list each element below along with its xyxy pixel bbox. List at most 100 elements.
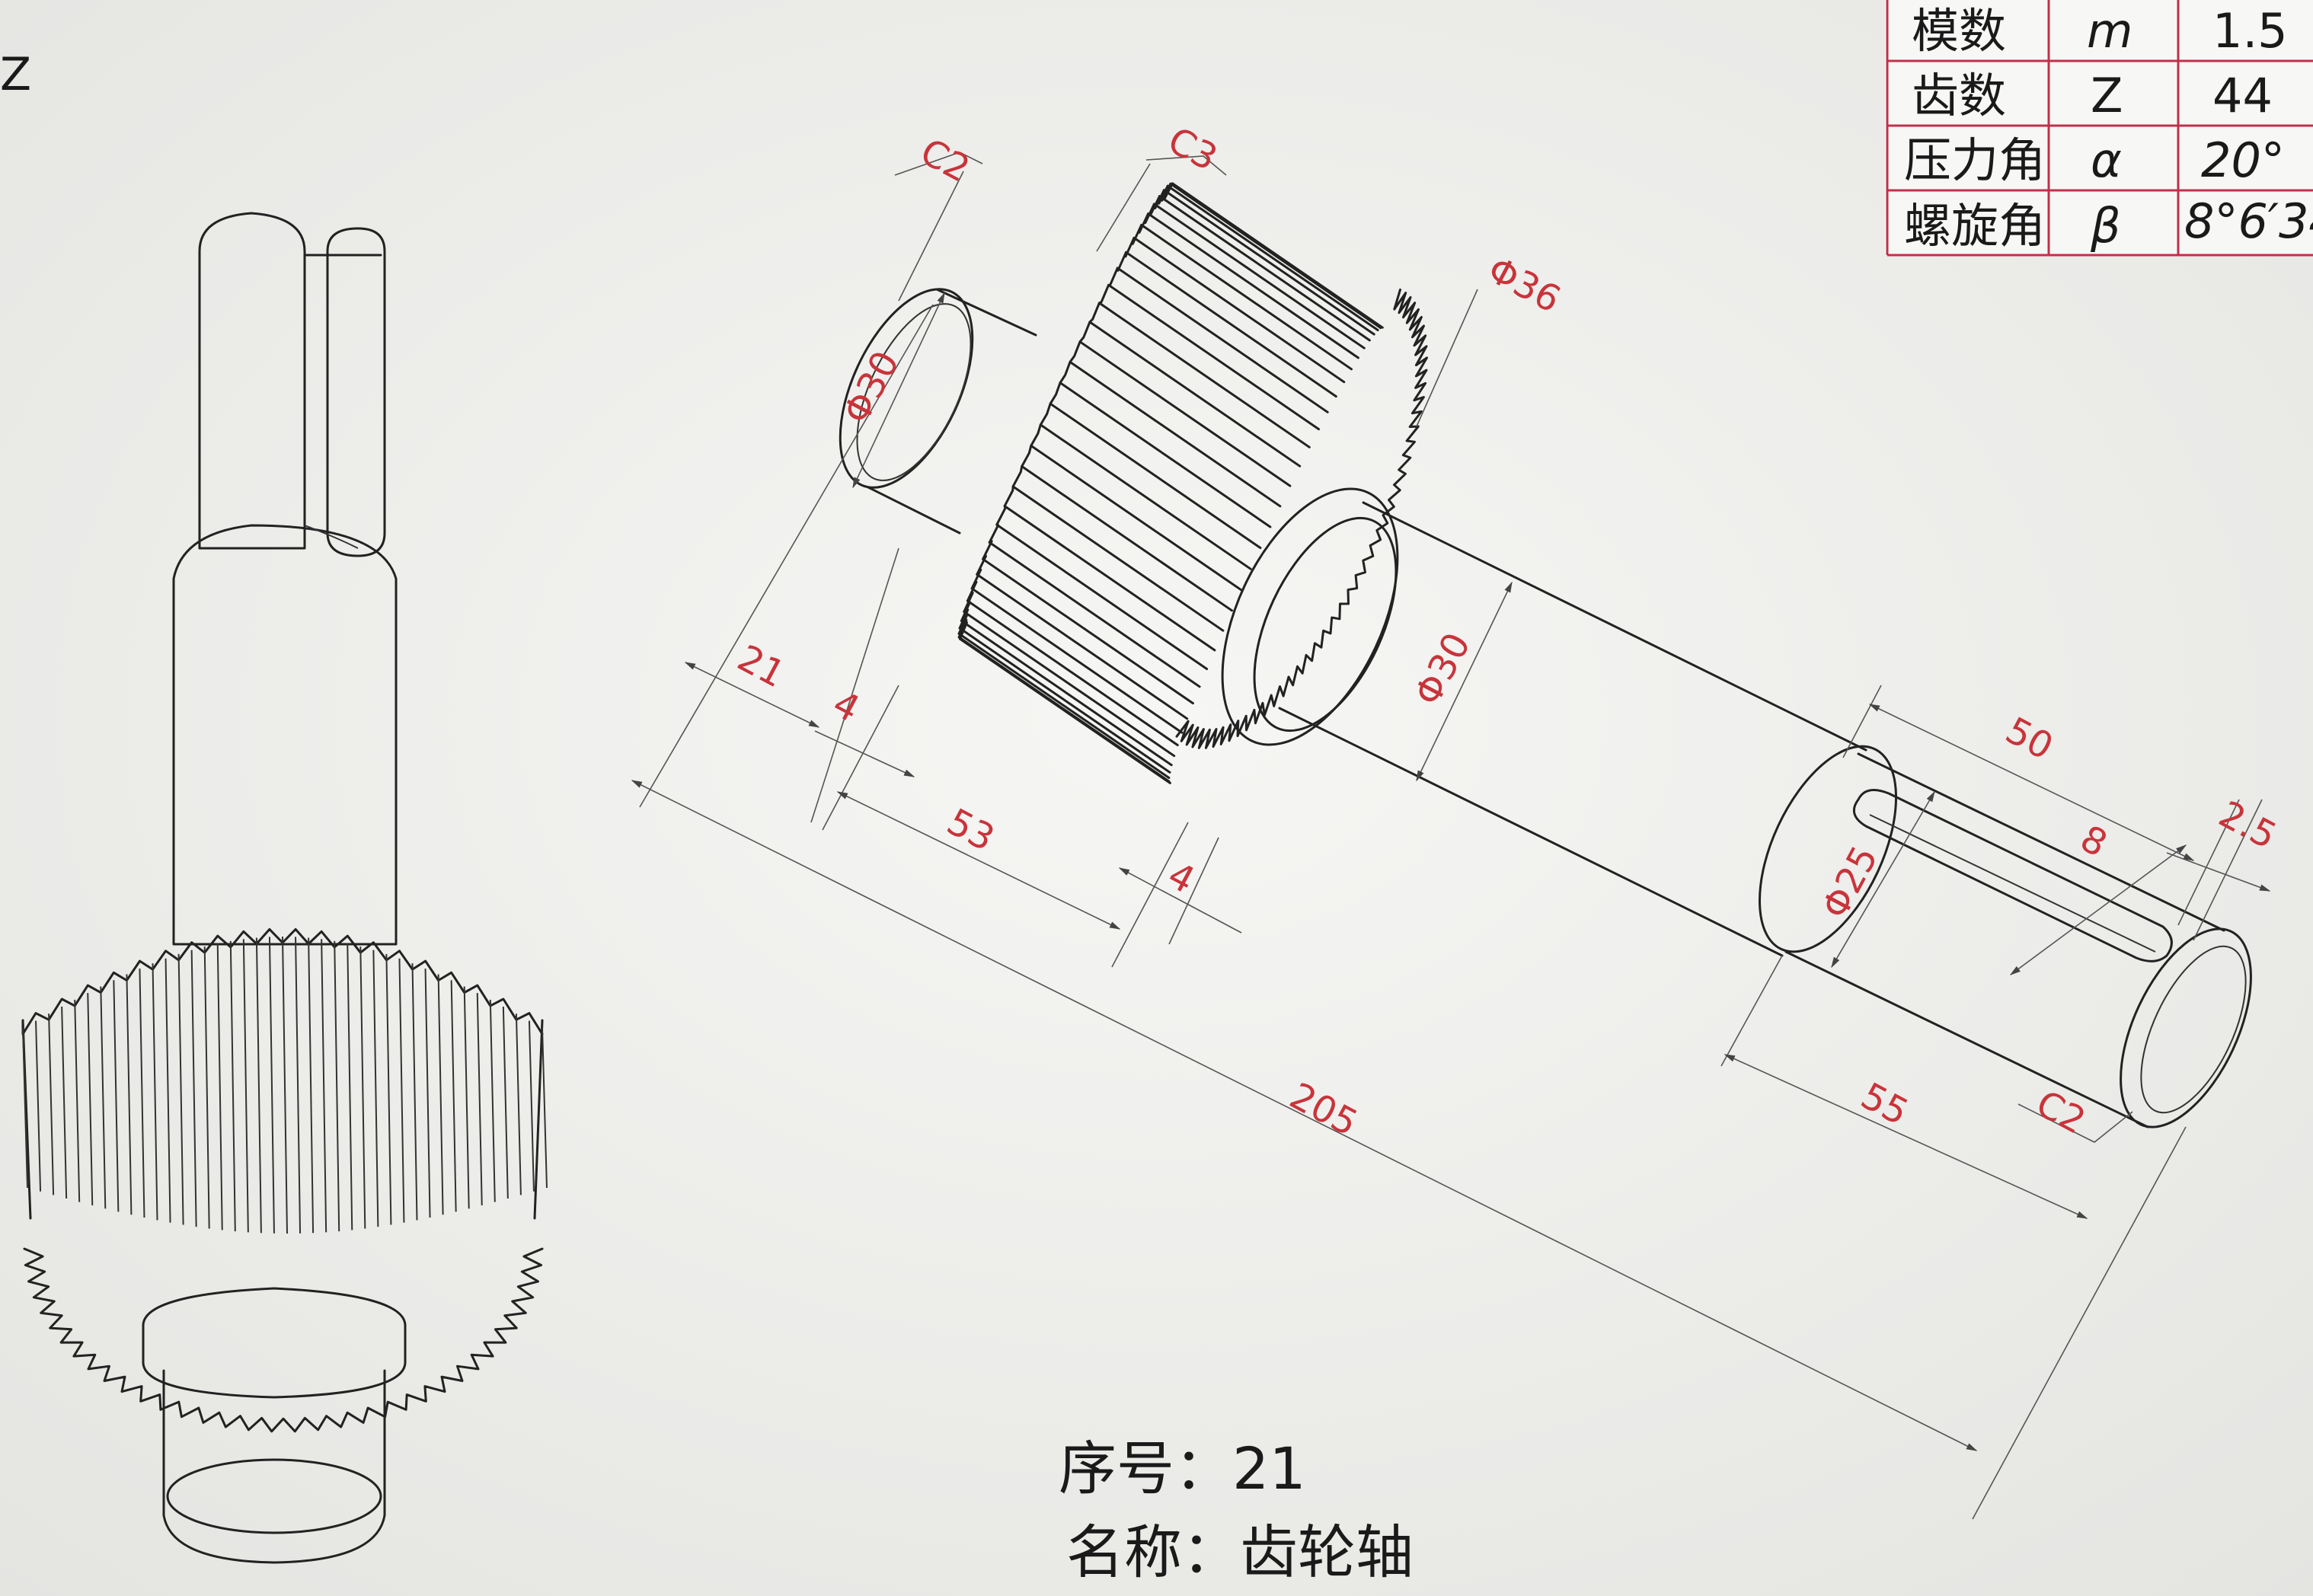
right-end-face: [2120, 927, 2252, 1128]
step-line: [304, 525, 359, 549]
iso-gear-helical-tooth: [982, 557, 1194, 705]
side-gear-tooth: [216, 943, 223, 1231]
iso-gear-helical-tooth: [1116, 267, 1329, 413]
dim-phi30-shaft: [1416, 581, 1513, 782]
iso-gear-helical-tooth: [1125, 251, 1337, 398]
side-gear-serrated-rim: [23, 1247, 544, 1433]
iso-gear-helical-tooth: [1107, 283, 1320, 431]
iso-gear-helical-tooth: [1147, 212, 1359, 359]
side-gear-tooth: [48, 1013, 55, 1195]
iso-gear-front-edge: [957, 182, 1174, 640]
hub-lower-shaft: [162, 1369, 386, 1564]
iso-gear-helical-tooth: [1069, 360, 1282, 508]
table-row-1-name: 齿数: [1912, 68, 2006, 123]
dim-21: [684, 662, 820, 728]
side-gear-tooth: [372, 950, 379, 1227]
side-gear-tooth: [411, 963, 418, 1221]
middle-shaft-segment: [172, 524, 398, 946]
isometric-helical-gear: [957, 182, 1428, 784]
part-name-label: 名称：齿轮轴: [1066, 1518, 1414, 1586]
top-shaft-segment: [198, 212, 306, 550]
dim-8: [2009, 844, 2187, 975]
corner-mark: Z: [0, 48, 31, 101]
gear-shoulder-inner: [1253, 516, 1398, 733]
gear-shoulder-outer: [1221, 487, 1399, 746]
iso-gear-helical-tooth: [976, 573, 1189, 720]
table-row-1-symbol: Z: [2091, 68, 2123, 123]
side-gear-tooth: [35, 1020, 42, 1192]
side-gear-tooth: [190, 950, 197, 1227]
side-gear-tooth: [22, 1027, 28, 1189]
table-row-2-value: 20°: [2201, 132, 2285, 188]
side-keyway: [326, 227, 386, 557]
side-gear-tooth: [61, 1006, 68, 1199]
right-end-chamfer: [2140, 945, 2247, 1114]
iso-gear-helical-tooth: [1133, 236, 1346, 384]
side-gear-tooth: [165, 958, 171, 1223]
leader-c3-line: [1096, 163, 1151, 252]
side-gear-tooth: [437, 974, 444, 1215]
side-gear-tooth: [424, 969, 431, 1218]
left-shaft-end: [867, 288, 1037, 535]
iso-gear-helical-tooth: [963, 610, 1176, 758]
dim-4-a: [814, 730, 915, 777]
side-gear-tooth: [282, 936, 288, 1234]
iso-gear-helical-tooth: [957, 632, 1171, 779]
side-gear-tooth: [308, 937, 315, 1234]
dim-phi30-end: [852, 292, 945, 489]
leader-c2-left-line: [898, 171, 964, 302]
ext-2-5-b: [2177, 799, 2240, 926]
iso-gear-helical-tooth: [1140, 223, 1353, 371]
iso-gear-helical-tooth: [959, 637, 1171, 784]
hub-end-face: [166, 1458, 382, 1534]
iso-gear-helical-tooth: [988, 541, 1201, 688]
side-gear-tooth: [113, 980, 120, 1212]
side-gear-tooth: [528, 1020, 535, 1192]
iso-gear-helical-tooth: [1171, 182, 1384, 329]
leader-c3: [1145, 155, 1227, 176]
side-gear-tooth: [398, 958, 405, 1223]
iso-gear-helical-tooth: [1021, 465, 1233, 612]
side-gear-tooth: [126, 974, 133, 1215]
side-gear-tooth: [242, 939, 249, 1233]
iso-gear-helical-tooth: [958, 627, 1171, 774]
side-view-gear: [21, 927, 548, 1433]
side-gear-tooth: [152, 963, 158, 1221]
side-gear-tooth: [463, 986, 470, 1209]
iso-gear-helical-tooth: [1078, 340, 1292, 487]
side-view-gear-shaft: [21, 212, 548, 1564]
side-gear-tooth: [139, 969, 145, 1218]
side-gear-tooth: [476, 993, 483, 1205]
table-row-2-symbol: α: [2091, 132, 2122, 188]
side-gear-tooth: [229, 940, 236, 1232]
side-gear-tooth: [385, 953, 392, 1225]
side-gear-tooth: [203, 946, 210, 1229]
side-gear-tooth: [295, 937, 302, 1234]
side-gear-tooth: [359, 946, 366, 1229]
table-background: [1885, 0, 2313, 255]
iso-gear-helical-tooth: [960, 619, 1173, 767]
table-row-0-value: 1.5: [2212, 3, 2288, 59]
iso-gear-serrated-face: [1175, 288, 1428, 749]
iso-gear-helical-tooth: [1158, 195, 1371, 342]
side-gear-tooth: [334, 940, 340, 1232]
side-gear-tooth: [255, 937, 262, 1234]
side-gear-tooth: [489, 999, 496, 1202]
side-gear-tooth: [515, 1013, 522, 1195]
leader-c2-right: [2017, 1103, 2133, 1143]
iso-gear-helical-tooth: [970, 587, 1184, 734]
table-row-1-value: 44: [2212, 68, 2273, 123]
ext-2-5-a: [2193, 799, 2263, 941]
side-gear-crown: [21, 927, 544, 1036]
ext-50-left: [1842, 685, 1882, 758]
table-row-3-value: 8°6′34″: [2184, 193, 2313, 249]
side-gear-tooth: [347, 943, 353, 1231]
serial-number-label: 序号：21: [1059, 1435, 1306, 1502]
iso-gear-helical-tooth: [1088, 321, 1302, 468]
leader-phi36: [1416, 289, 1478, 427]
iso-gear-helical-tooth: [1030, 444, 1243, 592]
table-row-2-name: 压力角: [1904, 132, 2046, 188]
side-gear-tooth: [450, 980, 457, 1212]
side-gear-tooth: [502, 1006, 509, 1199]
